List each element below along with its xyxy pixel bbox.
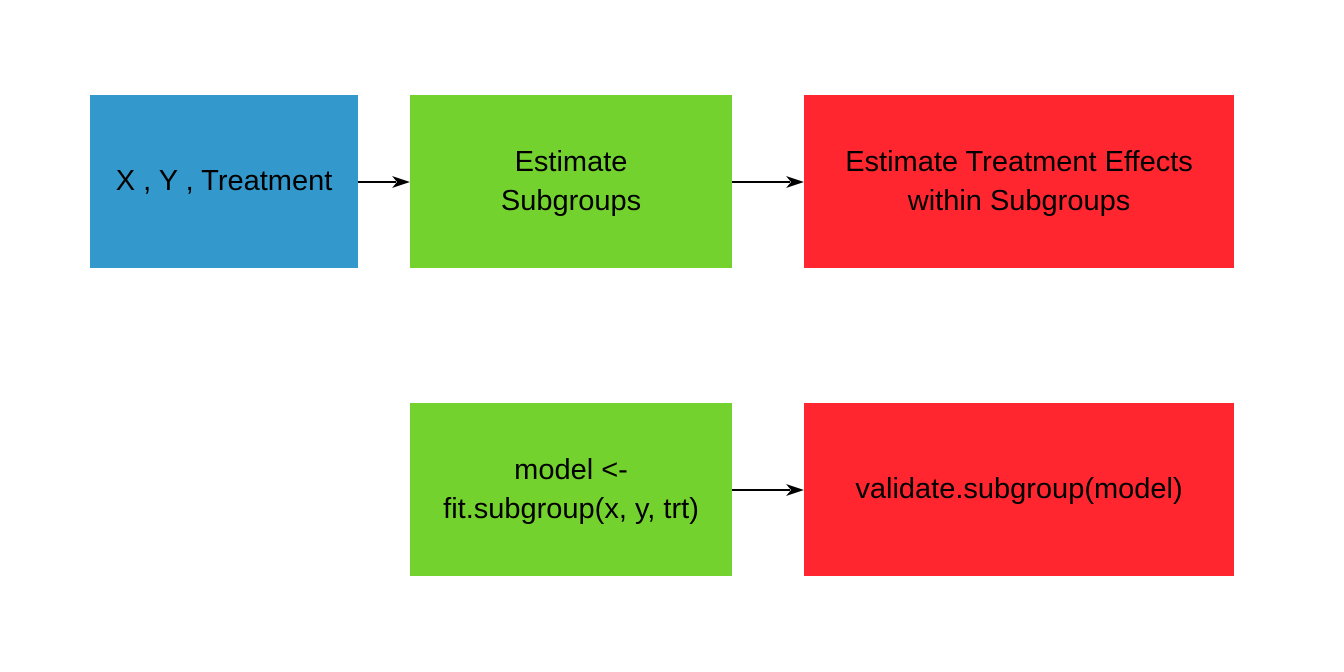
validate-subgroup-label: validate.subgroup(model) — [855, 473, 1183, 505]
fit-subgroup-label: model <- fit.subgroup(x, y, trt) — [443, 453, 699, 525]
estimate-effects-node: Estimate Treatment Effects within Subgro… — [804, 95, 1234, 268]
inputs-label: X , Y , Treatment — [115, 165, 333, 197]
estimate-subgroups-label: Estimate Subgroups — [500, 145, 642, 217]
estimate-effects-label: Estimate Treatment Effects within Subgro… — [845, 145, 1193, 217]
arrow-estimate-subgroups-to-effects — [732, 176, 804, 188]
arrow-fit-to-validate — [732, 484, 804, 496]
estimate-subgroups-node: Estimate Subgroups — [410, 95, 732, 268]
arrow-inputs-to-estimate-subgroups — [358, 176, 410, 188]
fit-subgroup-node: model <- fit.subgroup(x, y, trt) — [410, 403, 732, 576]
validate-subgroup-node: validate.subgroup(model) — [804, 403, 1234, 576]
inputs-node: X , Y , Treatment — [90, 95, 358, 268]
